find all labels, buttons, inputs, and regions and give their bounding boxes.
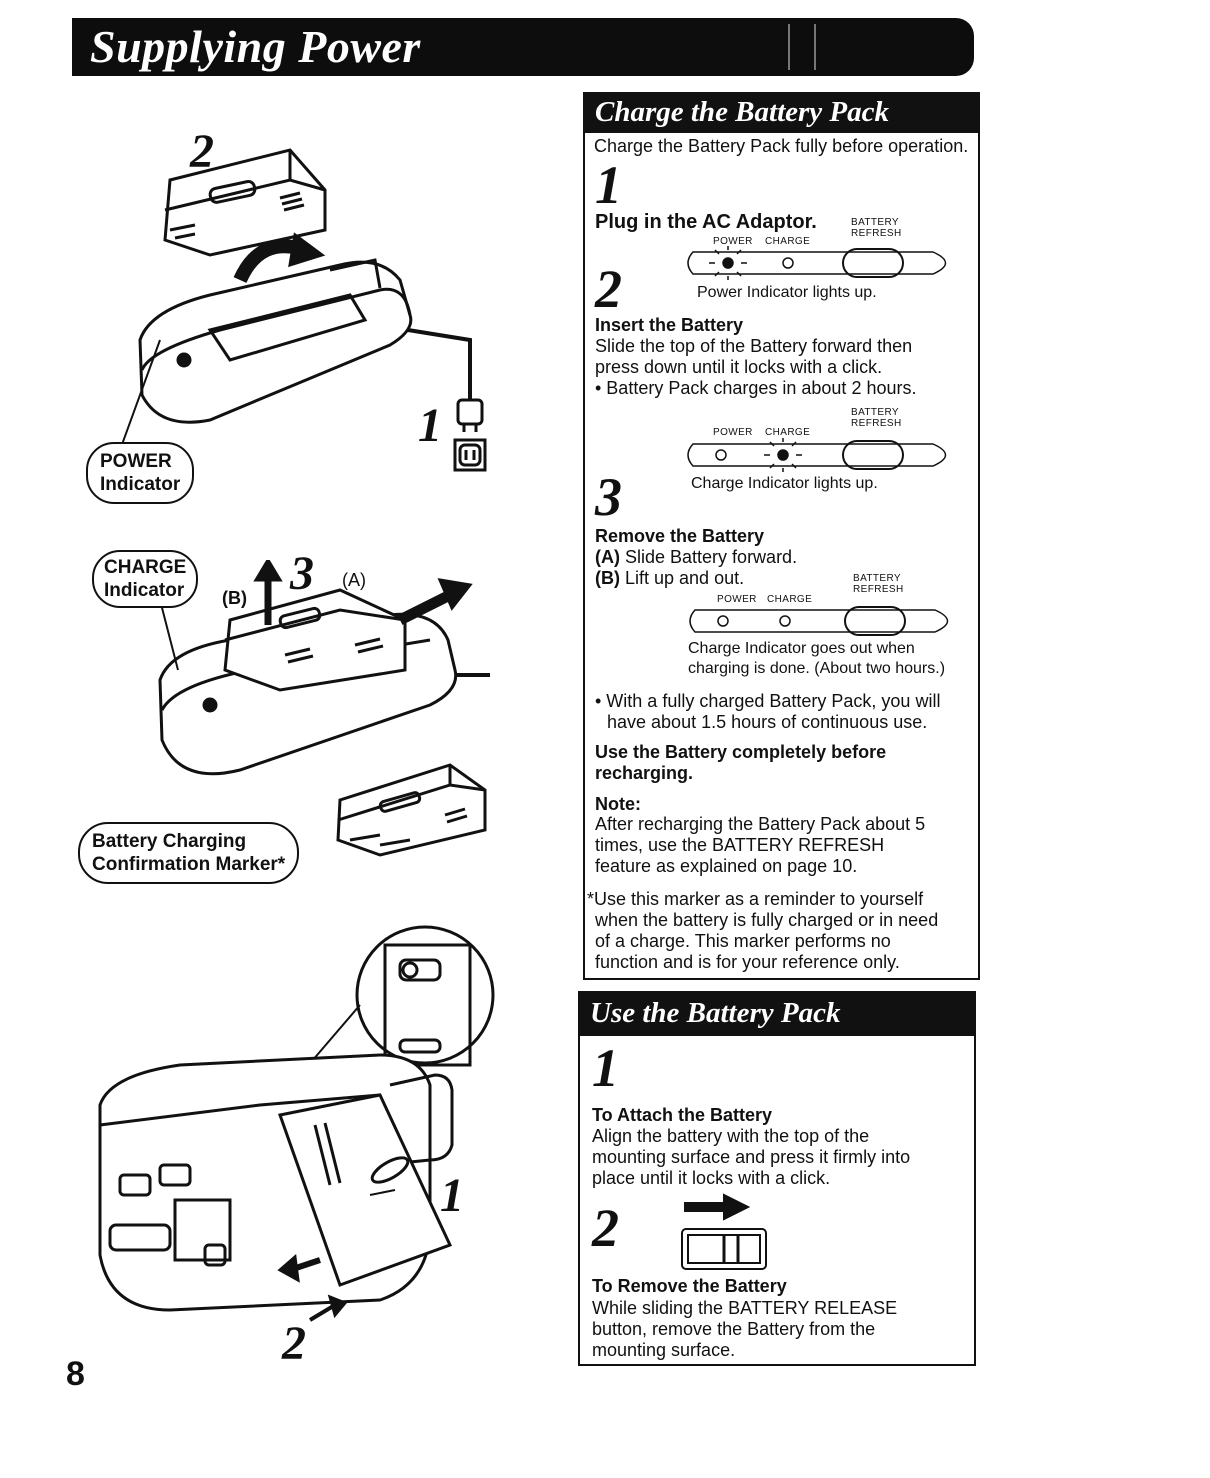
text-line: charging is done. (About two hours.)	[688, 660, 946, 677]
indicator-charge-label: CHARGE	[765, 236, 811, 247]
battery-release-icon	[681, 1193, 767, 1270]
camcorder-step-1-number: 1	[440, 1169, 464, 1222]
text-line: • Battery Pack charges in about 2 hours.	[595, 378, 917, 398]
use-step-2-title: To Remove the Battery	[592, 1276, 787, 1296]
charge-step-1-title: Plug in the AC Adaptor.	[595, 211, 817, 233]
text-line: press down until it locks with a click.	[595, 357, 883, 377]
charge-step-2-title: Insert the Battery	[595, 315, 744, 335]
use-completely-note: Use the Battery completely before rechar…	[595, 742, 886, 784]
callout-line: CHARGE	[104, 557, 187, 578]
charge-step-3-title: Remove the Battery	[595, 526, 765, 546]
text-line: feature as explained on page 10.	[595, 856, 858, 876]
indicator-refresh-label: REFRESH	[851, 228, 902, 239]
figure-step-2-number: 2	[190, 125, 214, 178]
charge-step-2-text: Slide the top of the Battery forward the…	[595, 336, 916, 399]
charge-indicator-caption: Charge Indicator lights up.	[691, 475, 878, 492]
page-title: Supplying Power	[90, 21, 421, 72]
power-indicator-caption: Power Indicator lights up.	[697, 284, 877, 301]
indicator-charge-label: CHARGE	[767, 594, 813, 605]
title-banner: Supplying Power	[72, 18, 974, 76]
text-line: Use the Battery completely before	[595, 742, 887, 762]
charge-battery-panel: Charge the Battery Pack Charge the Batte…	[583, 92, 980, 980]
use-battery-panel: Use the Battery Pack 1 To Attach the Bat…	[578, 991, 976, 1366]
callout-line: Battery Charging	[92, 831, 247, 852]
use-step-1-title: To Attach the Battery	[592, 1105, 773, 1125]
text-line: mounting surface.	[592, 1340, 736, 1360]
banner-decoration	[788, 24, 816, 70]
charge-section-heading: Charge the Battery Pack	[585, 94, 978, 133]
use-step-1-text: Align the battery with the top of the mo…	[592, 1126, 910, 1189]
callout-line: Confirmation Marker*	[92, 854, 286, 875]
full-charge-bullet: • With a fully charged Battery Pack, you…	[595, 691, 940, 733]
step-b-text: Lift up and out.	[620, 568, 745, 588]
charge-step-3-a: (A) Slide Battery forward.	[595, 547, 797, 568]
step-b-label: (B)	[595, 568, 620, 588]
text-line: place until it locks with a click.	[592, 1168, 831, 1188]
battery-marker-illustration	[336, 763, 487, 857]
indicator-panel-3	[689, 606, 949, 636]
figure-step-1-number: 1	[418, 399, 442, 452]
use-step-2-number: 2	[592, 1198, 619, 1258]
indicator-battery-label: BATTERY	[853, 573, 901, 584]
text-line: While sliding the BATTERY RELEASE	[592, 1298, 898, 1318]
power-indicator-callout: POWER Indicator	[86, 442, 195, 504]
label-a: (A)	[342, 570, 366, 590]
note-text: After recharging the Battery Pack about …	[595, 814, 925, 877]
charge-indicator-callout: CHARGE Indicator	[92, 550, 199, 608]
text-line: *Use this marker as a reminder to yourse…	[587, 889, 924, 909]
text-line: • With a fully charged Battery Pack, you…	[595, 691, 941, 711]
text-line: Charge Indicator goes out when	[688, 640, 915, 657]
camcorder-illustration	[98, 925, 495, 1322]
indicator-panel-1	[687, 246, 947, 280]
text-line: After recharging the Battery Pack about …	[595, 814, 926, 834]
indicator-power-label: POWER	[713, 427, 753, 438]
text-line: button, remove the Battery from the	[592, 1319, 876, 1339]
indicator-panel-2	[687, 438, 947, 472]
indicator-refresh-label: REFRESH	[851, 418, 902, 429]
footnote: *Use this marker as a reminder to yourse…	[587, 889, 938, 973]
text-line: Align the battery with the top of the	[592, 1126, 870, 1146]
page-number: 8	[66, 1355, 85, 1393]
text-line: Slide the top of the Battery forward the…	[595, 336, 913, 356]
callout-line: Indicator	[100, 474, 181, 495]
charge-done-caption: Charge Indicator goes out when charging …	[688, 639, 945, 679]
charge-step-1-number: 1	[595, 155, 622, 215]
charge-step-3-b: (B) Lift up and out.	[595, 568, 744, 589]
text-line: when the battery is fully charged or in …	[595, 910, 939, 930]
callout-line: Indicator	[104, 580, 185, 601]
step-a-text: Slide Battery forward.	[620, 547, 798, 567]
text-line: of a charge. This marker performs no	[595, 931, 891, 951]
camcorder-step-2-number: 2	[282, 1317, 306, 1370]
charge-step-2-number: 2	[595, 259, 622, 319]
callout-line: POWER	[100, 451, 172, 472]
text-line: function and is for your reference only.	[595, 952, 900, 972]
indicator-power-label: POWER	[717, 594, 757, 605]
text-line: have about 1.5 hours of continuous use.	[607, 712, 928, 732]
charge-intro: Charge the Battery Pack fully before ope…	[594, 136, 969, 156]
use-section-heading: Use the Battery Pack	[580, 993, 974, 1036]
note-title: Note:	[595, 794, 641, 814]
charger-remove-illustration	[158, 560, 490, 776]
indicator-battery-label: BATTERY	[851, 407, 899, 418]
label-b: (B)	[222, 588, 247, 608]
text-line: recharging.	[595, 763, 694, 783]
step-a-label: (A)	[595, 547, 620, 567]
use-step-1-number: 1	[592, 1038, 619, 1098]
indicator-charge-label: CHARGE	[765, 427, 811, 438]
charge-step-3-number: 3	[595, 467, 622, 527]
indicator-power-label: POWER	[713, 236, 753, 247]
text-line: mounting surface and press it firmly int…	[592, 1147, 911, 1167]
text-line: times, use the BATTERY REFRESH	[595, 835, 885, 855]
use-step-2-text: While sliding the BATTERY RELEASE button…	[592, 1298, 897, 1361]
figure-step-3-number: 3	[290, 547, 314, 600]
charger-illustration	[119, 148, 487, 472]
confirmation-marker-callout: Battery Charging Confirmation Marker*	[78, 822, 300, 884]
indicator-battery-label: BATTERY	[851, 217, 899, 228]
indicator-refresh-label: REFRESH	[853, 584, 904, 595]
